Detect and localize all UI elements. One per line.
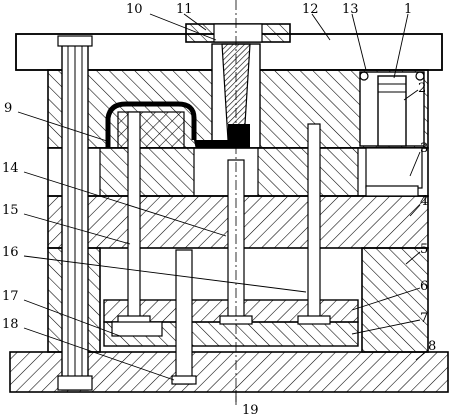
label-18: 18	[2, 317, 19, 332]
label-14: 14	[2, 161, 19, 176]
ejector-guide-pin	[171, 249, 197, 385]
label-19: 19	[242, 403, 259, 418]
label-12: 12	[302, 2, 319, 17]
part-labels: 10 11 12 13 1 2 3 4 5 6 7 8 9 14 15 16 1…	[2, 2, 436, 418]
label-1: 1	[404, 2, 412, 17]
label-16: 16	[2, 245, 19, 260]
spacer-block-right	[361, 247, 429, 353]
guide-pillar	[57, 35, 93, 391]
label-9: 9	[4, 101, 12, 116]
label-8: 8	[428, 339, 436, 354]
label-3: 3	[420, 141, 428, 156]
label-2: 2	[418, 81, 426, 96]
label-10: 10	[126, 2, 143, 17]
label-13: 13	[342, 2, 359, 17]
leader-lines	[17, 13, 429, 402]
label-15: 15	[2, 203, 19, 218]
label-6: 6	[420, 279, 428, 294]
stop-pad	[111, 321, 163, 337]
label-5: 5	[420, 242, 428, 257]
label-7: 7	[420, 311, 428, 326]
return-pin	[359, 71, 425, 197]
label-17: 17	[2, 289, 19, 304]
ejector-pin-right	[297, 123, 331, 325]
label-11: 11	[176, 2, 193, 17]
label-4: 4	[420, 194, 428, 209]
locating-ring	[185, 23, 291, 43]
